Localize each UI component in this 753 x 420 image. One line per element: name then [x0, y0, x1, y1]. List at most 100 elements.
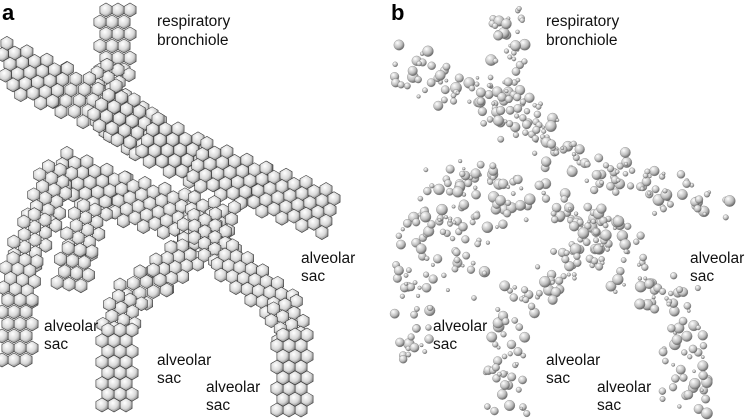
- alveolus-sphere: [488, 75, 493, 80]
- alveolus-cell: [8, 353, 20, 367]
- alveolus-sphere: [660, 206, 666, 212]
- panel-a-sac-label-bottom-line1: alveolar: [206, 379, 260, 396]
- alveolus-sphere: [425, 256, 430, 261]
- alveolus-sphere: [476, 88, 486, 98]
- alveolus-sphere: [417, 61, 422, 66]
- alveolus-sphere: [659, 288, 666, 295]
- panel-b-bronchiole-label-line2: bronchiole: [546, 32, 618, 49]
- alveolus-cell: [55, 105, 67, 119]
- alveolus-cell: [100, 27, 112, 41]
- alveolus-sphere: [428, 220, 436, 228]
- alveolus-sphere: [473, 186, 477, 190]
- alveolus-sphere: [575, 145, 585, 155]
- alveolus-sphere: [613, 274, 624, 285]
- alveolus-sphere: [510, 294, 518, 302]
- alveolus-sphere: [650, 166, 660, 176]
- alveolus-sphere: [703, 212, 707, 216]
- alveolus-sphere: [435, 70, 445, 80]
- alveolus-cell: [118, 39, 130, 53]
- alveolus-sphere: [617, 163, 624, 170]
- alveolus-sphere: [640, 254, 647, 261]
- panel-a-bronchiole-label-line1: respiratory: [157, 13, 230, 30]
- alveolus-sphere: [487, 179, 493, 185]
- alveolus-sphere: [499, 220, 508, 229]
- panel-b-sac-label-bottom-line2: sac: [597, 397, 621, 414]
- alveolus-sphere: [471, 295, 476, 300]
- alveolus-sphere: [659, 348, 667, 356]
- alveolus-sphere: [496, 307, 501, 312]
- alveolus-sphere: [517, 6, 522, 11]
- alveolus-sphere: [588, 220, 591, 223]
- alveolus-sphere: [506, 185, 510, 189]
- alveolus-sphere: [551, 211, 556, 216]
- alveolus-sphere: [477, 98, 485, 106]
- alveolus-sphere: [393, 62, 398, 67]
- alveolus-sphere: [492, 23, 498, 29]
- alveolus-sphere: [395, 338, 404, 347]
- alveolus-sphere: [508, 55, 513, 60]
- alveolus-sphere: [683, 180, 691, 188]
- alveolus-sphere: [643, 173, 648, 178]
- alveolus-sphere: [461, 264, 464, 267]
- alveolus-cell: [124, 27, 136, 41]
- alveolus-sphere: [431, 263, 435, 267]
- alveolus-cell: [8, 329, 20, 343]
- alveolus-cell: [106, 39, 118, 53]
- alveolus-sphere: [498, 136, 504, 142]
- alveolus-sphere: [701, 355, 704, 358]
- alveolus-cell: [14, 341, 26, 355]
- alveolus-sphere: [497, 372, 501, 376]
- alveolus-sphere: [512, 68, 520, 76]
- alveolus-sphere: [532, 151, 537, 156]
- alveolus-sphere: [704, 192, 710, 198]
- alveolus-sphere: [469, 85, 475, 91]
- alveolus-sphere: [572, 276, 576, 280]
- alveolus-sphere: [551, 216, 558, 223]
- alveolus-sphere: [680, 374, 688, 382]
- alveolus-sphere: [412, 218, 420, 226]
- alveolus-sphere: [495, 226, 498, 229]
- alveolus-sphere: [456, 91, 460, 95]
- alveolus-sphere: [504, 49, 509, 54]
- alveolus-sphere: [650, 305, 659, 314]
- alveolus-sphere: [420, 212, 431, 223]
- alveolus-cell: [66, 254, 78, 268]
- alveolus-sphere: [684, 390, 693, 399]
- alveolus-sphere: [441, 97, 447, 103]
- alveolus-sphere: [426, 325, 432, 331]
- alveolus-sphere: [556, 119, 559, 122]
- alveolus-sphere: [591, 258, 598, 265]
- alveolus-cell: [59, 265, 71, 279]
- alveolus-sphere: [652, 295, 656, 299]
- alveolus-sphere: [574, 259, 582, 267]
- alveolus-sphere: [463, 252, 470, 259]
- alveolus-sphere: [521, 286, 528, 293]
- panel-a-bronchiole-label-line2: bronchiole: [157, 32, 229, 49]
- alveolus-sphere: [600, 180, 604, 184]
- alveolus-sphere: [568, 207, 571, 210]
- alveolus-cell: [106, 15, 118, 29]
- alveolus-sphere: [679, 317, 687, 325]
- alveolus-sphere: [487, 83, 491, 87]
- alveolus-sphere: [682, 331, 693, 342]
- alveolus-sphere: [505, 200, 511, 206]
- alveolus-sphere: [681, 350, 687, 356]
- alveolus-sphere: [534, 111, 541, 118]
- alveolus-sphere: [585, 179, 589, 183]
- alveolus-sphere: [597, 204, 607, 214]
- alveolus-sphere: [416, 244, 426, 254]
- alveolus-sphere: [547, 140, 556, 149]
- alveolus-cell: [71, 266, 83, 280]
- alveolus-sphere: [603, 163, 609, 169]
- alveolus-sphere: [524, 108, 530, 114]
- alveolus-sphere: [539, 276, 550, 287]
- alveolus-sphere: [468, 100, 472, 104]
- panel-b-sac-label-bottom-line1: alveolar: [597, 379, 651, 396]
- alveolus-sphere: [595, 263, 603, 271]
- alveolus-sphere: [455, 74, 464, 83]
- alveolus-sphere: [623, 283, 626, 286]
- alveolus-sphere: [487, 116, 493, 122]
- panel-b-sac-label-left-line2: sac: [433, 336, 457, 353]
- alveolus-sphere: [490, 163, 497, 170]
- alveolus-sphere: [564, 250, 570, 256]
